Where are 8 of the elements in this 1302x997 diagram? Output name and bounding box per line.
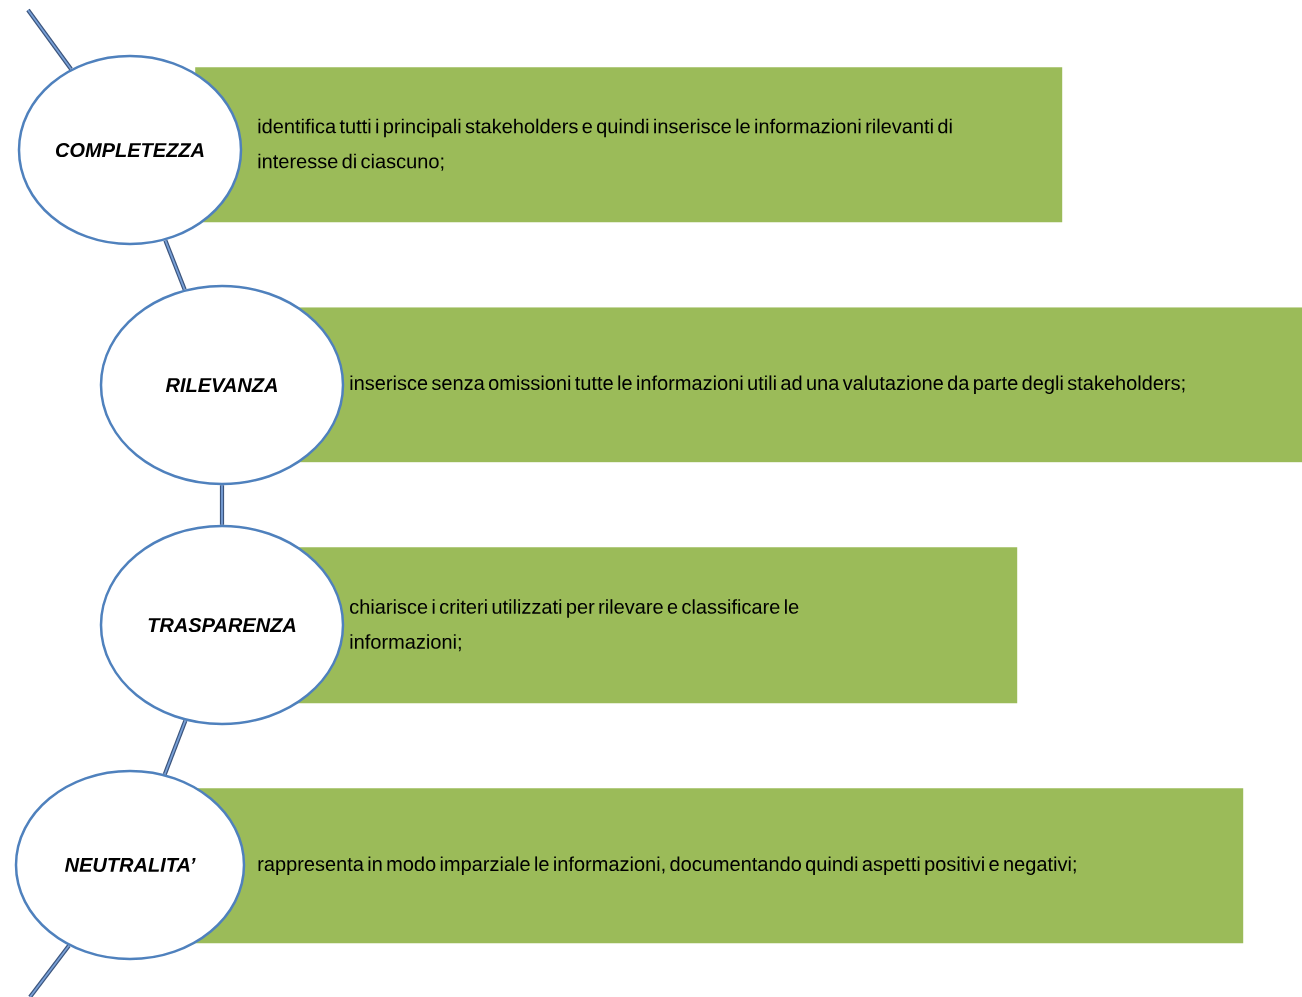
- connector-line: [163, 239, 187, 291]
- connector-line: [28, 944, 71, 997]
- text-bar: rappresenta in modo imparziale le informazioni, documentando quindi aspetti positivi e negativi;: [195, 788, 1244, 944]
- connector-line: [162, 719, 188, 776]
- text-bar: chiarisce i criteri utilizzati per rilevare e classificare le informazioni;: [295, 547, 1018, 704]
- text-bar: inserisce senza omissioni tutte le informazioni utili ad una valutazione da parte degli stakeholders;: [295, 307, 1302, 463]
- connector-line: [219, 484, 225, 526]
- connector-line: [26, 8, 73, 71]
